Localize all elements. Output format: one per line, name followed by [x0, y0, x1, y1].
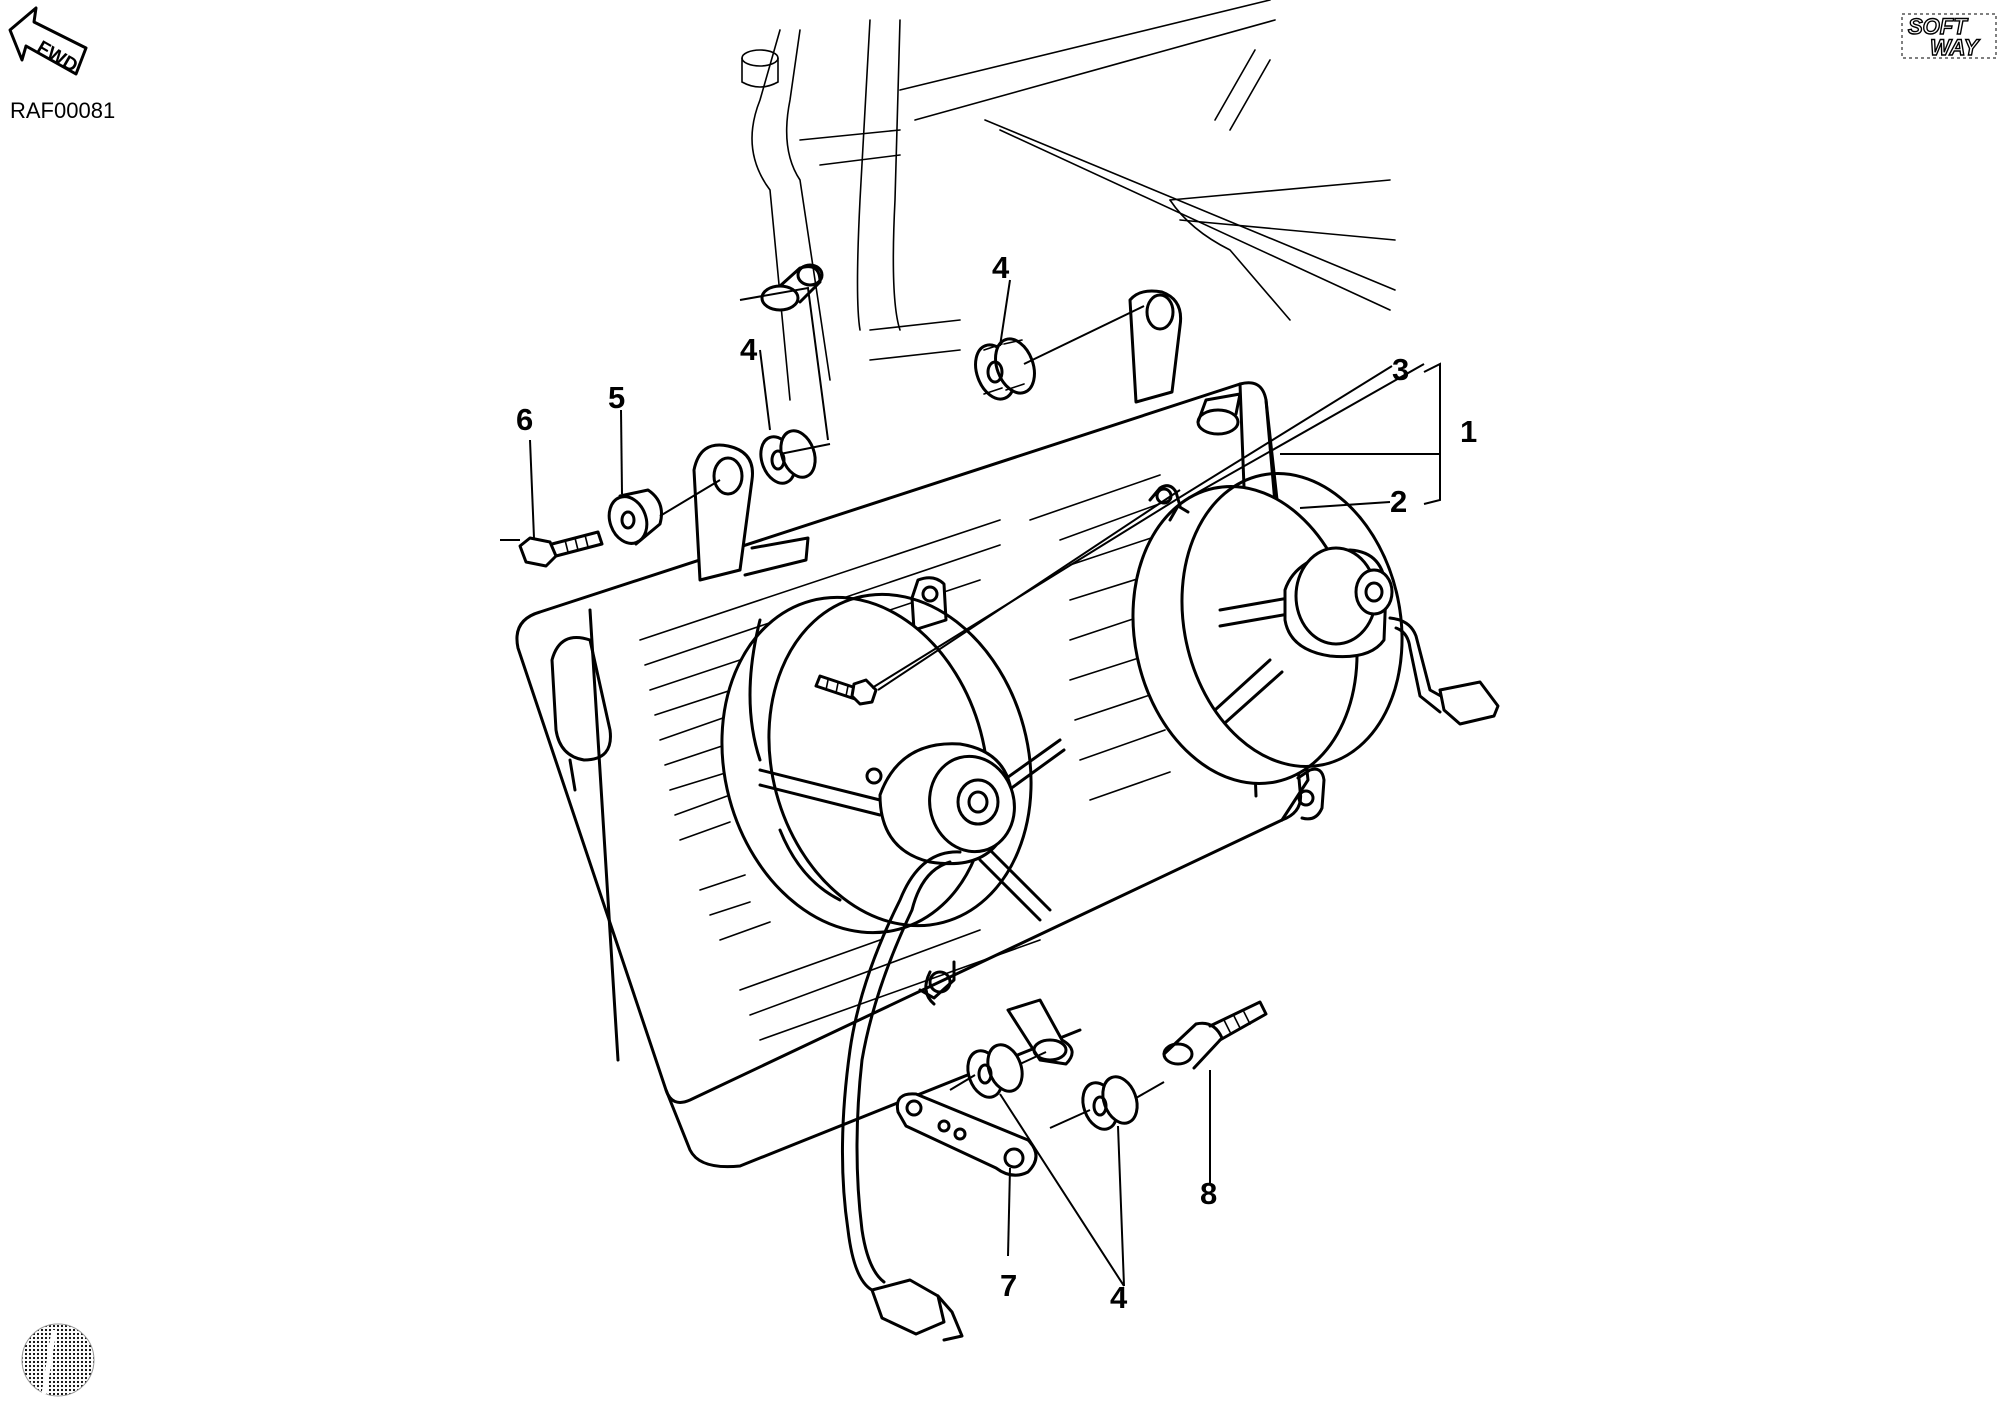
fwd-arrow-icon: FWD — [8, 6, 88, 77]
frame-tubes — [741, 0, 1396, 401]
mounting-bolt — [518, 530, 604, 568]
softway-logo: SOFT WAY — [1901, 13, 1997, 61]
callout-2: 2 — [1390, 484, 1407, 519]
svg-text:WAY: WAY — [1930, 35, 1981, 60]
callout-6: 6 — [516, 402, 533, 437]
callout-5: 5 — [608, 380, 625, 415]
callout-4-left: 4 — [740, 332, 758, 367]
callout-1: 1 — [1460, 414, 1477, 449]
fan-assembly-rear — [1131, 472, 1404, 821]
callout-4-top: 4 — [992, 250, 1010, 285]
stud-spacer — [1162, 1000, 1268, 1070]
grommet-bottom-right — [1081, 1075, 1139, 1131]
callout-7: 7 — [1000, 1268, 1017, 1303]
svg-text:SOFT: SOFT — [1908, 14, 1968, 39]
callout-8: 8 — [1200, 1176, 1217, 1211]
callout-4-bottom: 4 — [1110, 1280, 1128, 1315]
grommet-top-left — [759, 429, 817, 485]
round-stamp-icon — [21, 1323, 95, 1397]
fan-assembly-front — [720, 592, 1066, 1006]
reference-code: RAF00081 — [10, 98, 116, 123]
bracket-plate — [895, 1092, 1038, 1177]
spacer-washer — [607, 488, 663, 546]
callout-leaders — [529, 279, 1441, 1287]
fan-wiring — [840, 616, 1500, 1342]
grommet-top-center — [974, 337, 1036, 401]
grommet-bottom-left — [966, 1043, 1024, 1099]
fan-screw — [814, 674, 878, 706]
callout-3: 3 — [1392, 352, 1409, 387]
callout-labels: 1 2 3 4 4 4 5 6 7 8 — [516, 250, 1477, 1315]
